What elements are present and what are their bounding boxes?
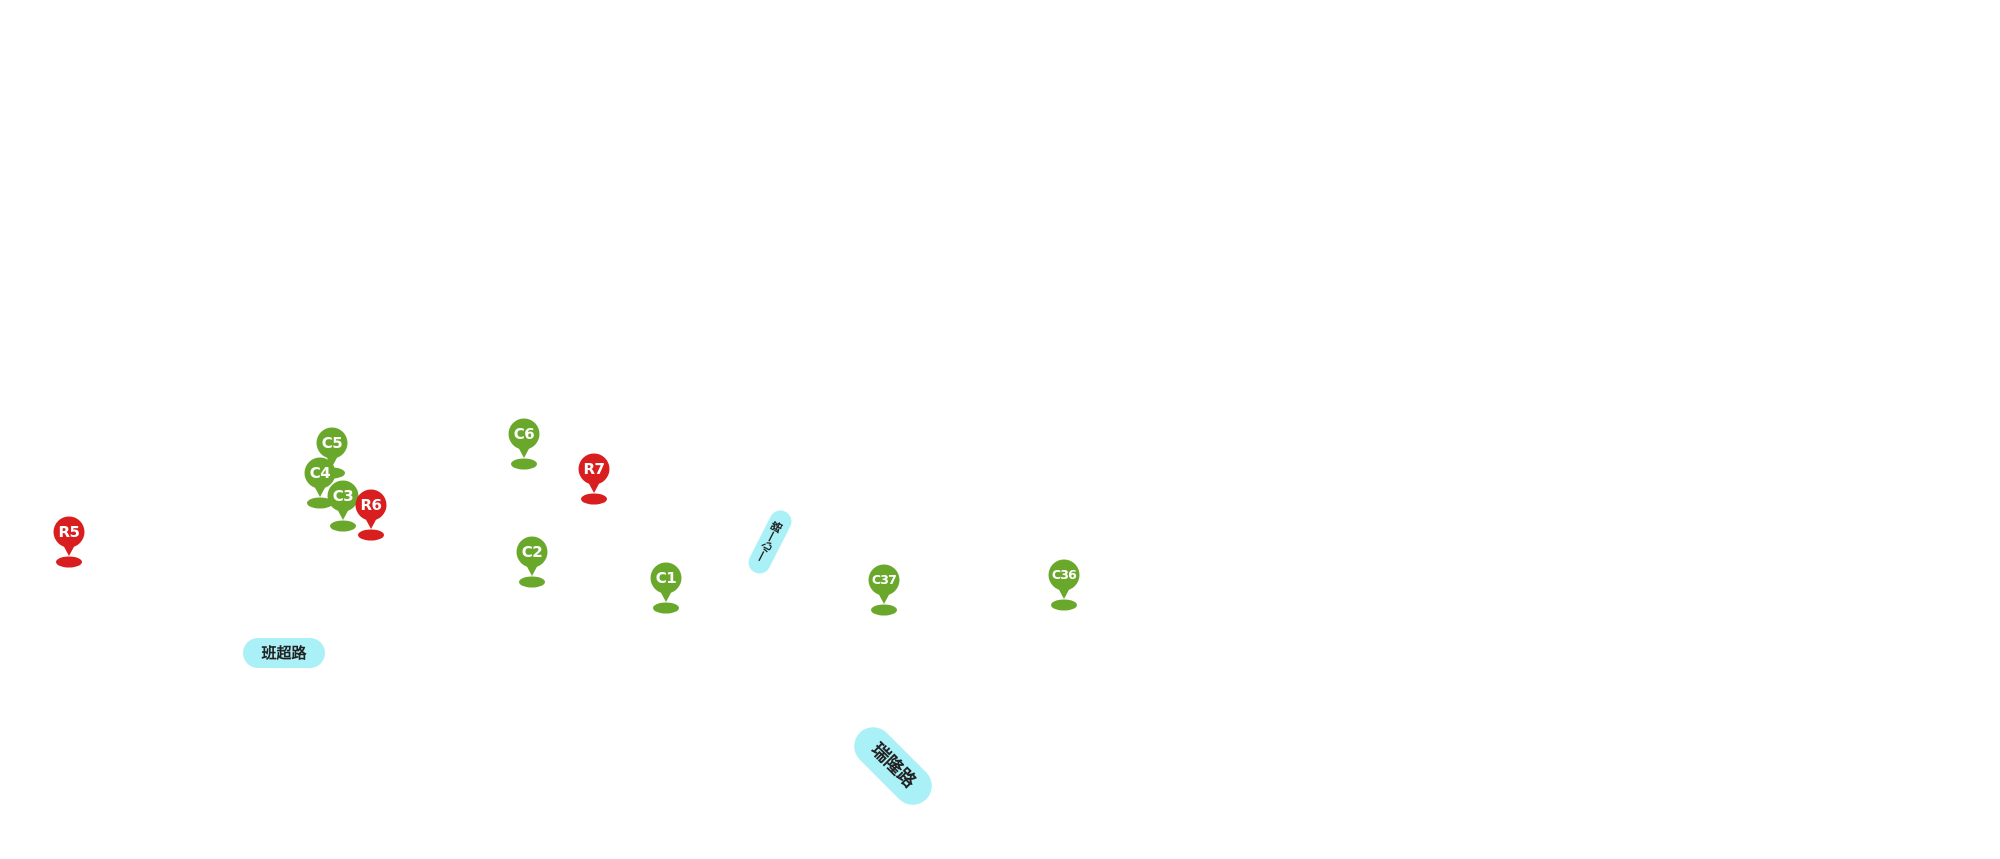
map-pin-icon — [650, 562, 682, 614]
road-label-banchao: 班超路 — [243, 638, 325, 668]
map-pin-icon — [868, 564, 900, 616]
map-marker-c36[interactable]: C36 — [1047, 559, 1081, 611]
map-pin-icon — [516, 536, 548, 588]
map-marker-c1[interactable]: C1 — [649, 562, 683, 614]
map-pin-icon — [578, 453, 610, 505]
map-pin-icon — [1048, 559, 1080, 611]
map-pin-icon — [355, 489, 387, 541]
map-pin-icon — [53, 516, 85, 568]
map-marker-c37[interactable]: C37 — [867, 564, 901, 616]
road-label-vertical: 一心一路 — [744, 506, 796, 578]
map-pin-icon — [304, 457, 336, 509]
map-pin-icon — [508, 418, 540, 470]
map-marker-c2[interactable]: C2 — [515, 536, 549, 588]
map-pin-icon — [327, 480, 359, 532]
map-marker-r6[interactable]: R6 — [354, 489, 388, 541]
map-marker-r7[interactable]: R7 — [577, 453, 611, 505]
map-marker-r5[interactable]: R5 — [52, 516, 86, 568]
road-label-ruilong: 瑞隆路 — [846, 719, 940, 813]
map-marker-c6[interactable]: C6 — [507, 418, 541, 470]
